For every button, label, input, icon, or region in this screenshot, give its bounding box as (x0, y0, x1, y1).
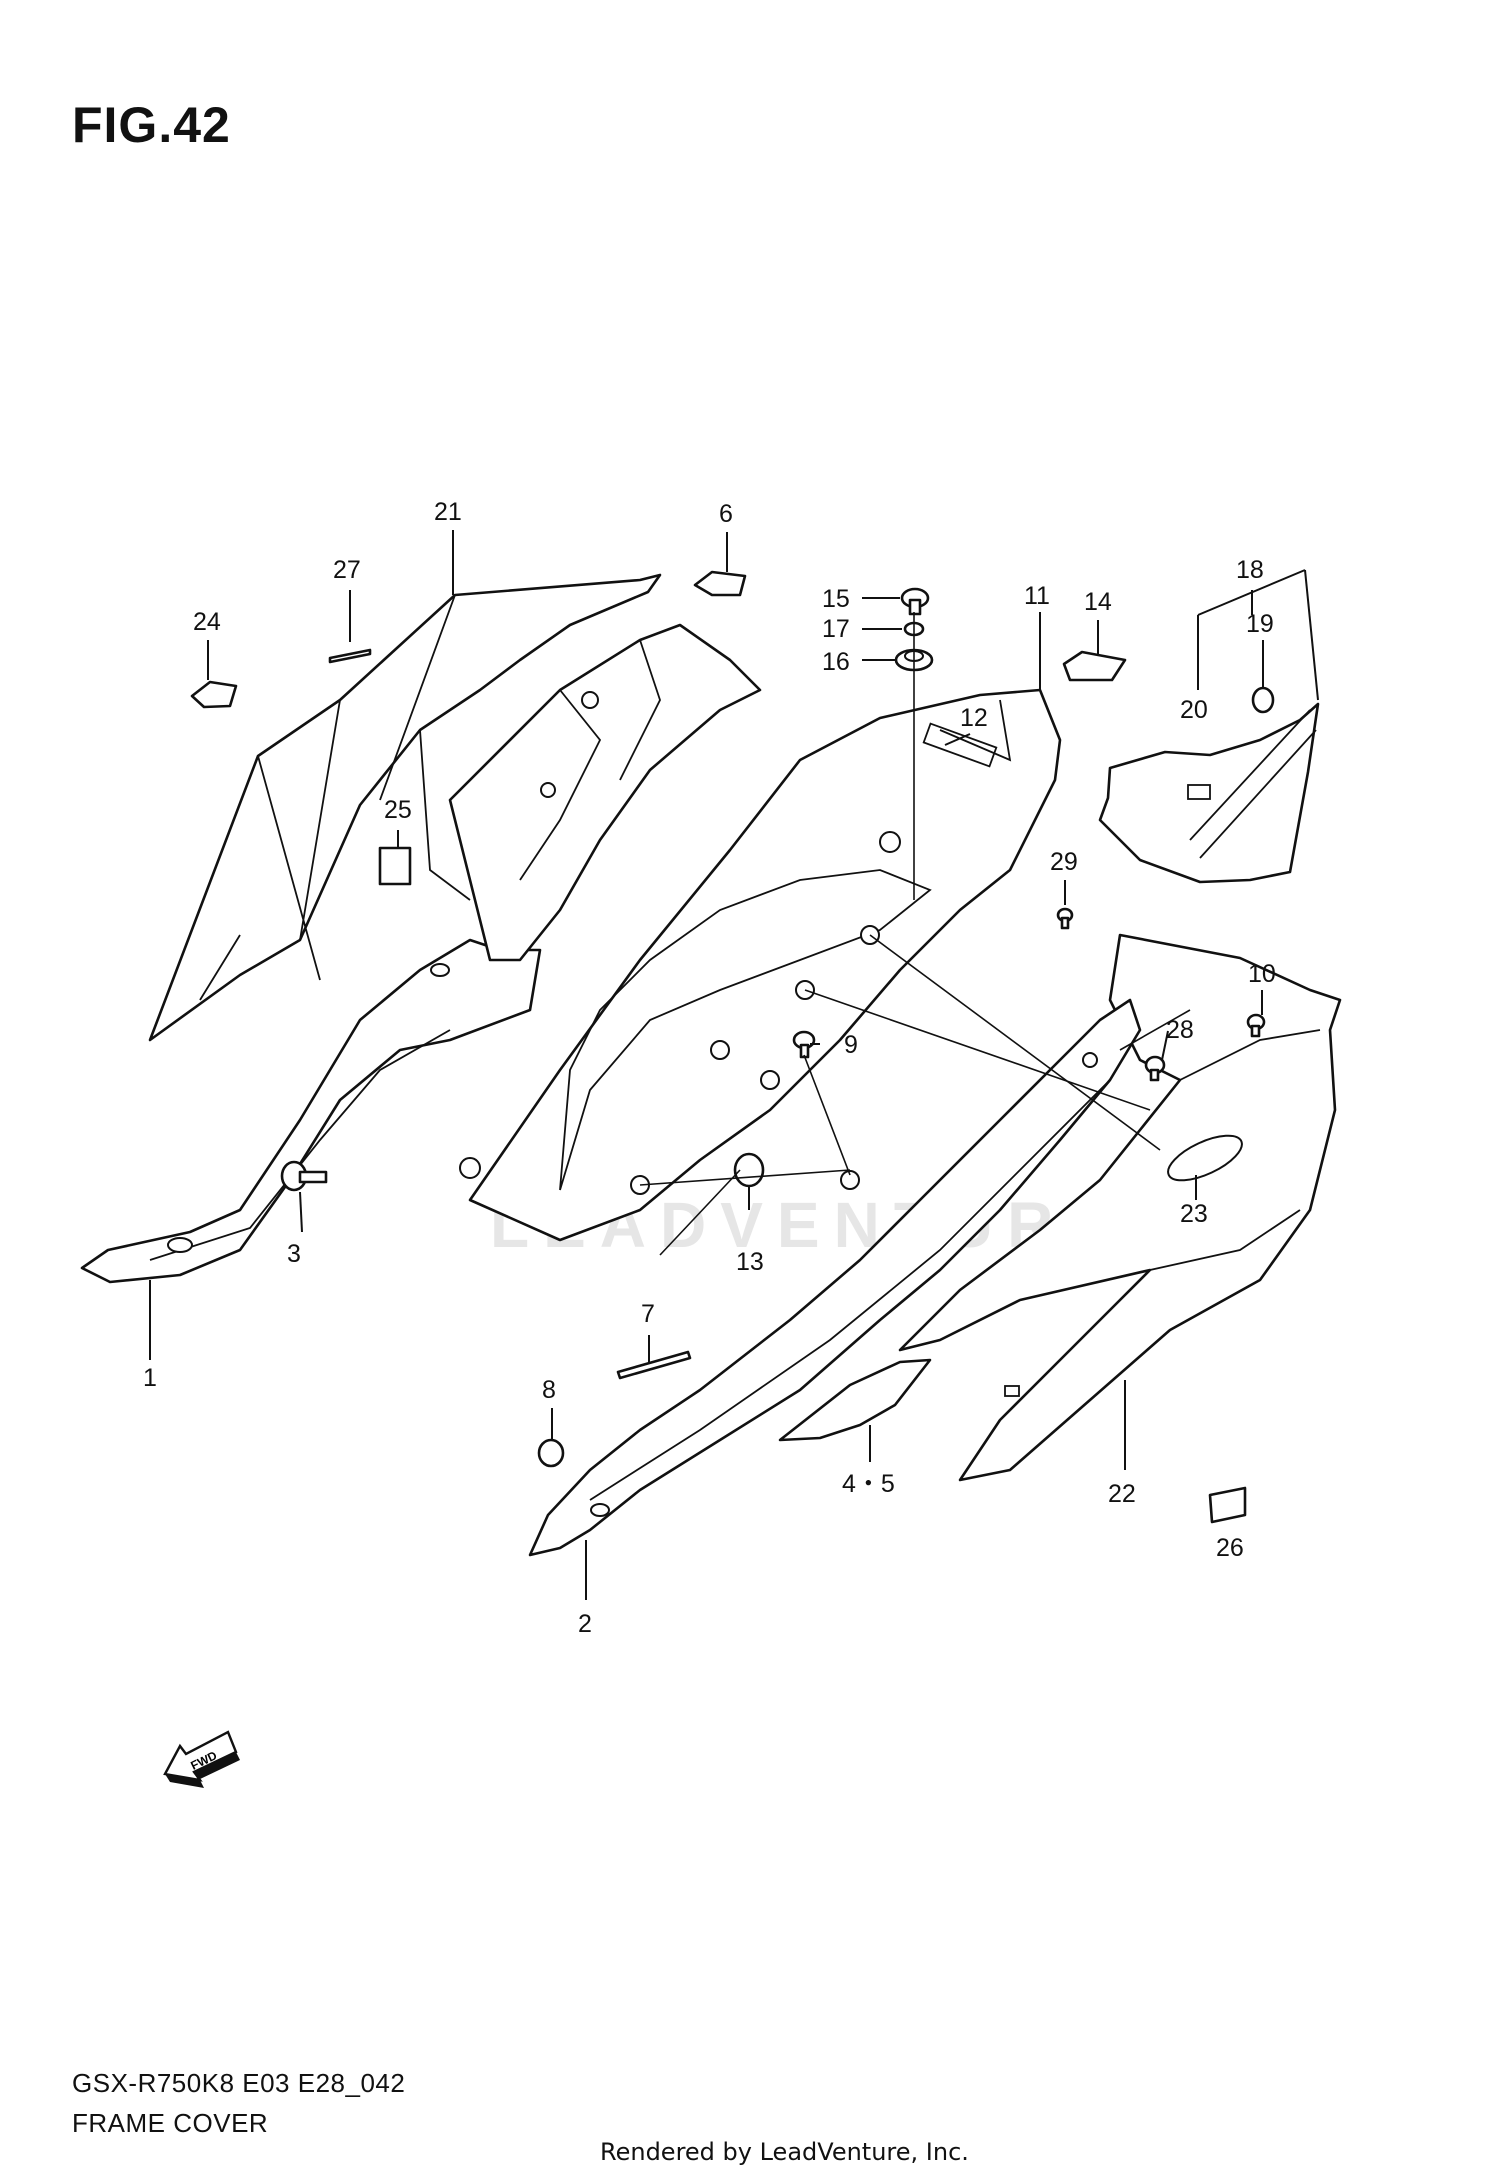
part-3-bolt[interactable] (280, 1160, 328, 1192)
figure-name: FRAME COVER (72, 2108, 269, 2138)
forward-arrow-icon: FWD (163, 1730, 240, 1788)
callout-23: 23 (1180, 1200, 1208, 1228)
part-15-screw[interactable] (900, 587, 930, 616)
callout-18: 18 (1236, 556, 1264, 584)
callout-10: 10 (1248, 960, 1276, 988)
callout-14: 14 (1084, 588, 1112, 616)
part-28-screw[interactable] (1144, 1055, 1166, 1082)
part-10-screw[interactable] (1246, 1013, 1266, 1038)
callout-29: 29 (1050, 848, 1078, 876)
callout-21: 21 (434, 498, 462, 526)
part-8-nut[interactable] (537, 1438, 565, 1468)
part-6-pad[interactable] (693, 570, 747, 597)
callout-6: 6 (719, 500, 733, 528)
leader-lines (149, 530, 1319, 1600)
callout-20: 20 (1180, 696, 1208, 724)
callout-1: 1 (143, 1364, 157, 1392)
rendered-by-credit: Rendered by LeadVenture, Inc. (600, 2138, 969, 2166)
callout-22: 22 (1108, 1480, 1136, 1508)
part-29-screw[interactable] (1056, 907, 1074, 930)
callout-24: 24 (193, 608, 221, 636)
callout-8: 8 (542, 1376, 556, 1404)
part-24-pad[interactable] (190, 680, 238, 709)
callout-7: 7 (641, 1300, 655, 1328)
part-1-frame-cover-left[interactable] (80, 938, 542, 1284)
callout-13: 13 (736, 1248, 764, 1276)
callout-17: 17 (822, 615, 850, 643)
callout-25: 25 (384, 796, 412, 824)
callout-11: 11 (1024, 582, 1050, 610)
callout-3: 3 (287, 1240, 301, 1268)
part-21-front-cover[interactable] (148, 573, 662, 1042)
callout-16: 16 (822, 648, 850, 676)
callout-26: 26 (1216, 1534, 1244, 1562)
callout-19: 19 (1246, 610, 1274, 638)
callout-27: 27 (333, 556, 361, 584)
part-14-plate[interactable] (1062, 650, 1127, 682)
figure-title: FIG.42 (72, 97, 231, 153)
part-19-nut[interactable] (1251, 686, 1275, 714)
part-20-tail-cover[interactable] (1098, 702, 1320, 884)
part-2-frame-cover-lower[interactable] (528, 998, 1142, 1557)
part-22-side-cover-right[interactable] (898, 933, 1342, 1482)
callout-12: 12 (960, 704, 988, 732)
callout-4-5: 4・5 (842, 1470, 895, 1498)
part-4-5-decal[interactable] (778, 1358, 932, 1442)
assembly-lines (639, 612, 1191, 1256)
inner-bracket (448, 623, 762, 962)
part-11-tail-cover[interactable] (459, 688, 1062, 1242)
callout-9: 9 (844, 1031, 858, 1059)
part-25-pad[interactable] (378, 846, 412, 886)
part-26-pad[interactable] (1208, 1486, 1247, 1524)
part-7-strip[interactable] (616, 1350, 692, 1380)
model-code: GSX-R750K8 E03 E28_042 (72, 2068, 406, 2098)
callout-15: 15 (822, 585, 850, 613)
callout-2: 2 (578, 1610, 592, 1638)
part-27-strip[interactable] (328, 648, 372, 664)
callout-labels: 21 27 24 25 6 15 17 16 11 14 12 18 19 20… (143, 498, 1276, 1638)
callout-28: 28 (1166, 1016, 1194, 1044)
